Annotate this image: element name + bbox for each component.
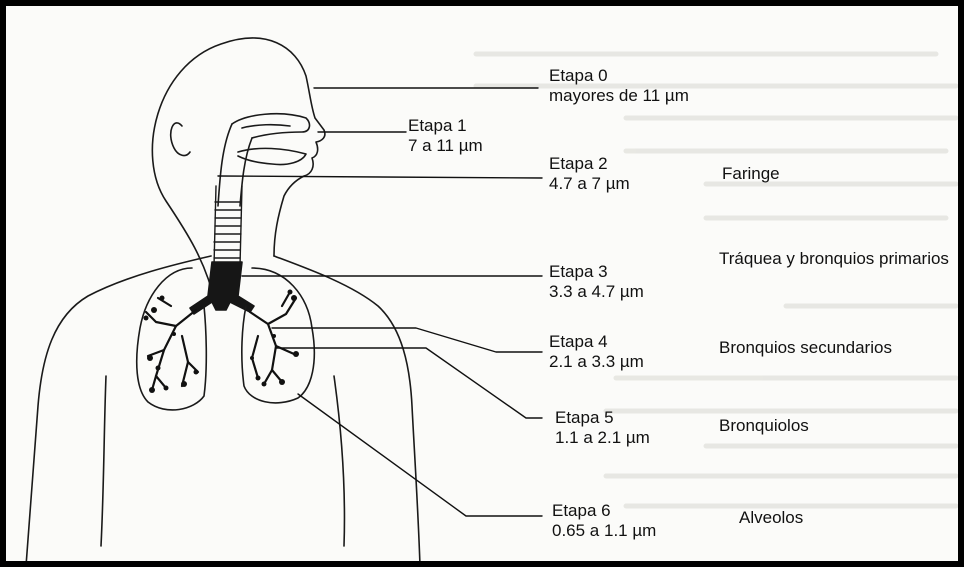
region-bronquiolos: Bronquiolos bbox=[719, 416, 809, 436]
region-alveolos: Alveolos bbox=[739, 508, 803, 528]
stage-0-name: Etapa 0 bbox=[549, 66, 689, 86]
right-body-outline bbox=[274, 256, 420, 566]
main-bronchi bbox=[190, 262, 254, 314]
stage-6-name: Etapa 6 bbox=[552, 501, 656, 521]
leader-lines bbox=[218, 88, 542, 516]
stage-2-label: Etapa 2 4.7 a 7 µm bbox=[549, 154, 630, 194]
stage-3-name: Etapa 3 bbox=[549, 262, 644, 282]
region-traquea: Tráquea y bronquios primarios bbox=[719, 249, 949, 269]
nasal-cavity bbox=[232, 114, 309, 138]
left-lung-alveoli bbox=[144, 296, 199, 394]
stage-3-label: Etapa 3 3.3 a 4.7 µm bbox=[549, 262, 644, 302]
stage-2-range: 4.7 a 7 µm bbox=[549, 174, 630, 194]
stage-5-range: 1.1 a 2.1 µm bbox=[555, 428, 650, 448]
stage-5-name: Etapa 5 bbox=[555, 408, 650, 428]
stage-6-range: 0.65 a 1.1 µm bbox=[552, 521, 656, 541]
leader-stage-6 bbox=[298, 394, 542, 516]
background-texture bbox=[476, 54, 956, 506]
stage-0-label: Etapa 0 mayores de 11 µm bbox=[549, 66, 689, 106]
stage-0-range: mayores de 11 µm bbox=[549, 86, 689, 106]
ear-outline bbox=[171, 123, 190, 156]
stage-1-range: 7 a 11 µm bbox=[408, 136, 483, 156]
stage-3-range: 3.3 a 4.7 µm bbox=[549, 282, 644, 302]
region-bronquios-secundarios: Bronquios secundarios bbox=[719, 338, 892, 358]
stage-4-range: 2.1 a 3.3 µm bbox=[549, 352, 644, 372]
left-body-outline bbox=[26, 256, 211, 566]
stage-1-label: Etapa 1 7 a 11 µm bbox=[408, 116, 483, 156]
right-bronchial-tree bbox=[250, 292, 296, 384]
respiratory-system-figure bbox=[6, 6, 964, 567]
stage-1-name: Etapa 1 bbox=[408, 116, 483, 136]
stage-6-label: Etapa 6 0.65 a 1.1 µm bbox=[552, 501, 656, 541]
right-arm-inner bbox=[334, 376, 344, 546]
right-lung-outline bbox=[242, 268, 314, 403]
stage-4-name: Etapa 4 bbox=[549, 332, 644, 352]
left-arm-inner bbox=[101, 376, 106, 546]
leader-stage-2 bbox=[218, 176, 542, 178]
nasal-turbinate bbox=[242, 125, 290, 128]
stage-2-name: Etapa 2 bbox=[549, 154, 630, 174]
region-faringe: Faringe bbox=[722, 164, 780, 184]
stage-5-label: Etapa 5 1.1 a 2.1 µm bbox=[555, 408, 650, 448]
pharynx bbox=[218, 124, 252, 206]
left-lung-outline bbox=[137, 268, 207, 410]
stage-4-label: Etapa 4 2.1 a 3.3 µm bbox=[549, 332, 644, 372]
